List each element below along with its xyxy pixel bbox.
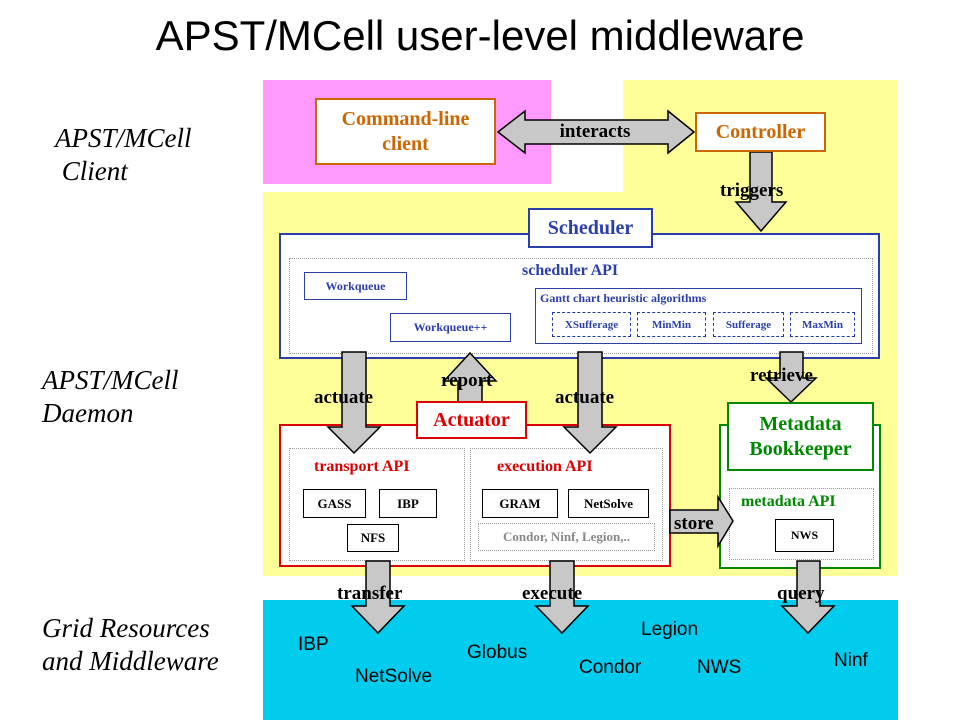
page-title: APST/MCell user-level middleware — [155, 12, 805, 59]
metadata-bookkeeper-box: Metadata Bookkeeper — [727, 402, 874, 471]
scheduler-api-label: scheduler API — [522, 262, 619, 279]
algorithm-xsufferage: XSufferage — [552, 312, 631, 337]
retrieve-arrow — [764, 351, 818, 404]
transport-ibp: IBP — [379, 489, 437, 518]
execution-api-label: execution API — [497, 458, 593, 475]
controller-box: Controller — [695, 112, 826, 152]
grid-legion: Legion — [641, 619, 699, 640]
grid-nws: NWS — [697, 657, 742, 678]
algorithm-sufferage: Sufferage — [713, 312, 784, 337]
store-arrow — [669, 494, 734, 549]
triggers-label: triggers — [720, 180, 784, 201]
transfer-label: transfer — [337, 583, 403, 604]
grid-netsolve: NetSolve — [355, 666, 433, 687]
execution-netsolve: NetSolve — [568, 489, 649, 518]
store-label: store — [674, 513, 714, 534]
interacts-arrow — [496, 109, 696, 155]
retrieve-label: retrieve — [750, 365, 813, 386]
triggers-arrow — [734, 151, 788, 233]
interacts-label: interacts — [559, 121, 631, 142]
algorithm-maxmin: MaxMin — [790, 312, 855, 337]
side-label-client: APST/MCell Client — [55, 123, 192, 186]
transfer-arrow — [350, 560, 406, 635]
scheduler-title-box: Scheduler — [528, 208, 653, 248]
execution-gram: GRAM — [482, 489, 558, 518]
query-arrow — [780, 560, 836, 635]
side-label-daemon: APST/MCell Daemon — [42, 365, 179, 428]
gantt-label: Gantt chart heuristic algorithms — [540, 291, 707, 305]
grid-ibp: IBP — [298, 634, 329, 655]
report-label: report — [441, 370, 493, 391]
actuator-title-box: Actuator — [416, 401, 527, 439]
execute-arrow — [534, 560, 590, 635]
transport-gass: GASS — [303, 489, 366, 518]
execute-label: execute — [522, 583, 583, 604]
grid-globus: Globus — [467, 642, 528, 663]
side-label-grid: Grid Resources and Middleware — [42, 613, 219, 676]
metadata-api-label: metadata API — [741, 493, 836, 510]
command-line-client-box: Command-line client — [315, 98, 496, 165]
grid-condor: Condor — [579, 657, 642, 678]
actuate-left-label: actuate — [314, 387, 374, 408]
transport-api-label: transport API — [314, 458, 410, 475]
transport-nfs: NFS — [347, 524, 399, 552]
workqueue-plus-box: Workqueue++ — [390, 313, 511, 342]
algorithm-minmin: MinMin — [637, 312, 706, 337]
metadata-nws: NWS — [775, 519, 834, 552]
execution-others: Condor, Ninf, Legion,.. — [478, 523, 655, 551]
workqueue-box: Workqueue — [304, 272, 407, 300]
query-label: query — [777, 583, 825, 604]
actuate-right-arrow — [562, 351, 618, 455]
actuate-left-arrow — [326, 351, 382, 455]
actuate-right-label: actuate — [555, 387, 615, 408]
grid-ninf: Ninf — [834, 650, 868, 671]
